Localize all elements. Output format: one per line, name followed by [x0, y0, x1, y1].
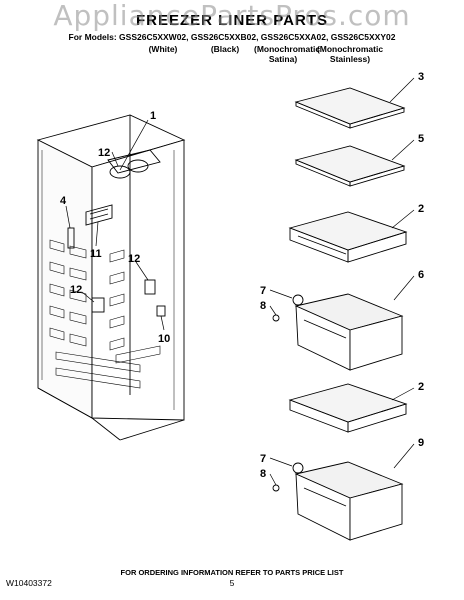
variant-monochromatic-satina: (Monochromatic Satina) — [254, 44, 321, 64]
glass-shelf-5 — [294, 145, 406, 187]
callout-1: 1 — [150, 110, 156, 122]
screw-8b — [272, 484, 280, 492]
roller-7b — [292, 462, 304, 474]
roller-7a — [292, 294, 304, 306]
callout-7-upper: 7 — [260, 285, 266, 297]
callout-6: 6 — [418, 269, 424, 281]
freezer-liner — [36, 114, 186, 441]
glass-shelf-2-upper — [288, 211, 408, 263]
callout-4: 4 — [60, 195, 67, 207]
glass-shelf-3 — [294, 87, 406, 129]
page-number: 5 — [229, 578, 235, 588]
callout-8-upper: 8 — [260, 300, 266, 312]
callout-5: 5 — [418, 133, 424, 145]
variant-black: (Black) — [210, 44, 240, 54]
page-title: FREEZER LINER PARTS — [135, 12, 329, 29]
callout-9: 9 — [418, 437, 424, 449]
callout-11: 11 — [90, 248, 102, 260]
callout-7-lower: 7 — [260, 453, 266, 465]
crisper-drawer-6 — [294, 293, 404, 371]
watermark-text: AppliancePartsPros.com — [53, 0, 411, 32]
ordering-note: FOR ORDERING INFORMATION REFER TO PARTS … — [120, 568, 344, 577]
variant-white: (White) — [148, 44, 178, 54]
callout-12-top: 12 — [98, 147, 110, 159]
callout-12-right: 12 — [128, 253, 140, 265]
model-list: For Models: GSS26C5XXW02, GSS26C5XXB02, … — [68, 32, 396, 42]
crisper-drawer-9 — [294, 461, 404, 541]
variant-monochromatic-stainless: (Monochromatic Stainless) — [316, 44, 384, 64]
glass-shelf-2-lower — [288, 383, 408, 433]
callout-10: 10 — [158, 333, 170, 345]
callout-2-lower: 2 — [418, 381, 424, 393]
callout-3: 3 — [418, 71, 424, 83]
document-number: W10403372 — [6, 578, 52, 588]
callout-2-upper: 2 — [418, 203, 424, 215]
screw-8a — [272, 314, 280, 322]
callout-8-lower: 8 — [260, 468, 266, 480]
callout-12-left: 12 — [70, 284, 82, 296]
